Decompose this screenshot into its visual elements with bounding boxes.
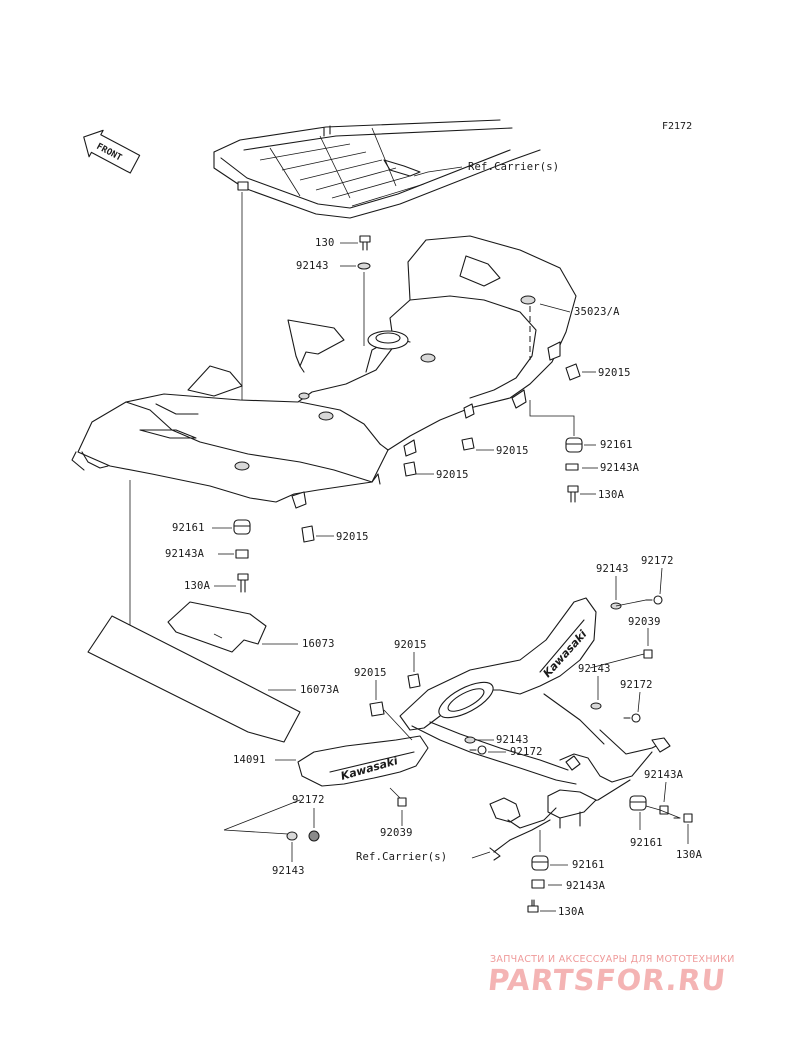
ref-carrier-top-label: Ref.Carrier(s)	[468, 161, 559, 173]
label-92015-center: 92015	[496, 445, 529, 457]
clip-92015-center	[461, 437, 475, 451]
figure-code: F2172	[662, 121, 692, 132]
grommet-92161-lower-right	[629, 795, 647, 811]
grommet-92161-left	[233, 519, 251, 535]
watermark-tagline: ЗАПЧАСТИ И АКСЕССУАРЫ ДЛЯ МОТОТЕХНИКИ	[490, 954, 735, 965]
label-14091: 14091	[233, 754, 266, 766]
label-92161-lower-right: 92161	[630, 837, 663, 849]
nut-92039-left	[397, 797, 407, 807]
clip-92015-left	[301, 525, 315, 543]
clip-92015-right	[565, 363, 581, 381]
washer-92143-bottom-left	[286, 831, 298, 841]
ref-carrier-bottom-label: Ref.Carrier(s)	[356, 851, 447, 863]
label-92039-left: 92039	[380, 827, 413, 839]
washer-92143-mid-right	[590, 702, 602, 710]
label-92143A-bottom: 92143A	[566, 880, 606, 892]
bolt-130A-lower-right	[673, 813, 693, 823]
bolt-130A-right	[567, 485, 579, 503]
mat-16073	[167, 601, 267, 653]
nut-92039-right	[643, 649, 653, 659]
rivet-92172-center	[469, 745, 487, 755]
label-92039-right: 92039	[628, 616, 661, 628]
label-92143A-left: 92143A	[165, 548, 205, 560]
label-92161-bottom: 92161	[572, 859, 605, 871]
washer-92143-center	[464, 736, 476, 744]
label-35023A: 35023/A	[574, 306, 620, 318]
label-92015-left-center: 92015	[436, 469, 469, 481]
rivet-92172-mid-right	[623, 713, 641, 723]
washer-92143-top	[357, 262, 371, 270]
rivet-92172-upper-right	[645, 595, 663, 605]
label-92015-left: 92015	[336, 531, 369, 543]
bolt-130-top	[359, 235, 371, 251]
label-16073A: 16073A	[300, 684, 340, 696]
grommet-92161-bottom	[531, 855, 549, 871]
label-92172-left: 92172	[292, 794, 325, 806]
mat-16073A	[87, 615, 301, 743]
clip-92015-mid	[407, 673, 421, 689]
front-arrow-icon: FRONT	[83, 129, 141, 174]
label-92143-center: 92143	[496, 734, 529, 746]
label-92143-upper-right: 92143	[596, 563, 629, 575]
bolt-130A-left	[237, 573, 249, 593]
carrier-rack-top	[213, 119, 541, 219]
label-130-top: 130	[315, 237, 335, 249]
grommet-92161-right	[565, 437, 583, 453]
label-92143A-right: 92143A	[600, 462, 640, 474]
label-130A-left: 130A	[184, 580, 211, 592]
label-130A-lower-right: 130A	[676, 849, 703, 861]
rear-fender	[71, 235, 577, 509]
side-cover-left: Kawasaki	[297, 735, 429, 787]
bolt-130A-bottom	[527, 899, 539, 913]
carrier-frame-bottom	[411, 693, 671, 861]
label-130A-right: 130A	[598, 489, 625, 501]
label-92161-right: 92161	[600, 439, 633, 451]
label-92143A-lower-right: 92143A	[644, 769, 684, 781]
clip-92015-mid2	[369, 701, 385, 717]
label-16073: 16073	[302, 638, 335, 650]
label-92143-mid-right: 92143	[578, 663, 611, 675]
clip-92015-left-center	[403, 461, 417, 477]
label-92172-center: 92172	[510, 746, 543, 758]
label-92015-mid2: 92015	[354, 667, 387, 679]
label-92161-left: 92161	[172, 522, 205, 534]
label-92172-mid-right: 92172	[620, 679, 653, 691]
label-92015-mid: 92015	[394, 639, 427, 651]
label-92015-right: 92015	[598, 367, 631, 379]
collar-92143A-left	[235, 549, 249, 559]
label-92143-top: 92143	[296, 260, 329, 272]
rivet-92172-left	[308, 830, 320, 842]
label-130A-bottom: 130A	[558, 906, 585, 918]
label-92172-upper-right: 92172	[641, 555, 674, 567]
collar-92143A-bottom	[531, 879, 545, 889]
watermark-logo: PARTSFOR.RU	[486, 963, 728, 997]
collar-92143A-right	[565, 463, 579, 471]
label-92143-bottom-left: 92143	[272, 865, 305, 877]
